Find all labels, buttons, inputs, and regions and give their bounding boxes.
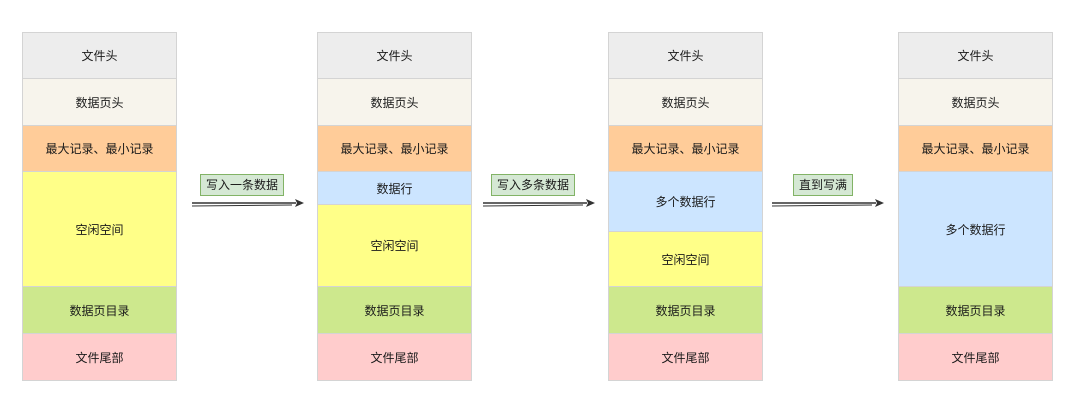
file-trailer-block: 文件尾部 <box>22 334 177 381</box>
infimum-supremum-block: 最大记录、最小记录 <box>317 126 472 172</box>
page-header-block: 数据页头 <box>22 79 177 126</box>
file-trailer-block: 文件尾部 <box>898 334 1053 381</box>
page-layout-one-row: 文件头 数据页头 最大记录、最小记录 数据行 空闲空间 数据页目录 文件尾部 <box>317 32 472 381</box>
page-directory-block: 数据页目录 <box>608 287 763 334</box>
infimum-supremum-block: 最大记录、最小记录 <box>22 126 177 172</box>
free-space-block: 空闲空间 <box>22 172 177 287</box>
file-header-block: 文件头 <box>317 32 472 79</box>
page-directory-block: 数据页目录 <box>22 287 177 334</box>
data-rows-block: 多个数据行 <box>898 172 1053 287</box>
page-layout-many-rows: 文件头 数据页头 最大记录、最小记录 多个数据行 空闲空间 数据页目录 文件尾部 <box>608 32 763 381</box>
file-header-block: 文件头 <box>22 32 177 79</box>
free-space-block: 空闲空间 <box>608 232 763 287</box>
page-header-block: 数据页头 <box>317 79 472 126</box>
file-header-block: 文件头 <box>898 32 1053 79</box>
file-trailer-block: 文件尾部 <box>608 334 763 381</box>
data-rows-block: 多个数据行 <box>608 172 763 232</box>
page-layout-initial: 文件头 数据页头 最大记录、最小记录 空闲空间 数据页目录 文件尾部 <box>22 32 177 381</box>
data-row-block: 数据行 <box>317 172 472 205</box>
free-space-block: 空闲空间 <box>317 205 472 287</box>
page-header-block: 数据页头 <box>608 79 763 126</box>
step-label-insert-one: 写入一条数据 <box>200 174 285 196</box>
step-label-until-full: 直到写满 <box>793 174 854 196</box>
transition-arrow-1 <box>192 199 304 207</box>
file-header-block: 文件头 <box>608 32 763 79</box>
page-layout-full: 文件头 数据页头 最大记录、最小记录 多个数据行 数据页目录 文件尾部 <box>898 32 1053 381</box>
infimum-supremum-block: 最大记录、最小记录 <box>898 126 1053 172</box>
infimum-supremum-block: 最大记录、最小记录 <box>608 126 763 172</box>
transition-arrow-3 <box>772 199 884 207</box>
step-label-insert-many: 写入多条数据 <box>491 174 576 196</box>
page-header-block: 数据页头 <box>898 79 1053 126</box>
page-directory-block: 数据页目录 <box>317 287 472 334</box>
file-trailer-block: 文件尾部 <box>317 334 472 381</box>
page-directory-block: 数据页目录 <box>898 287 1053 334</box>
transition-arrow-2 <box>483 199 595 207</box>
